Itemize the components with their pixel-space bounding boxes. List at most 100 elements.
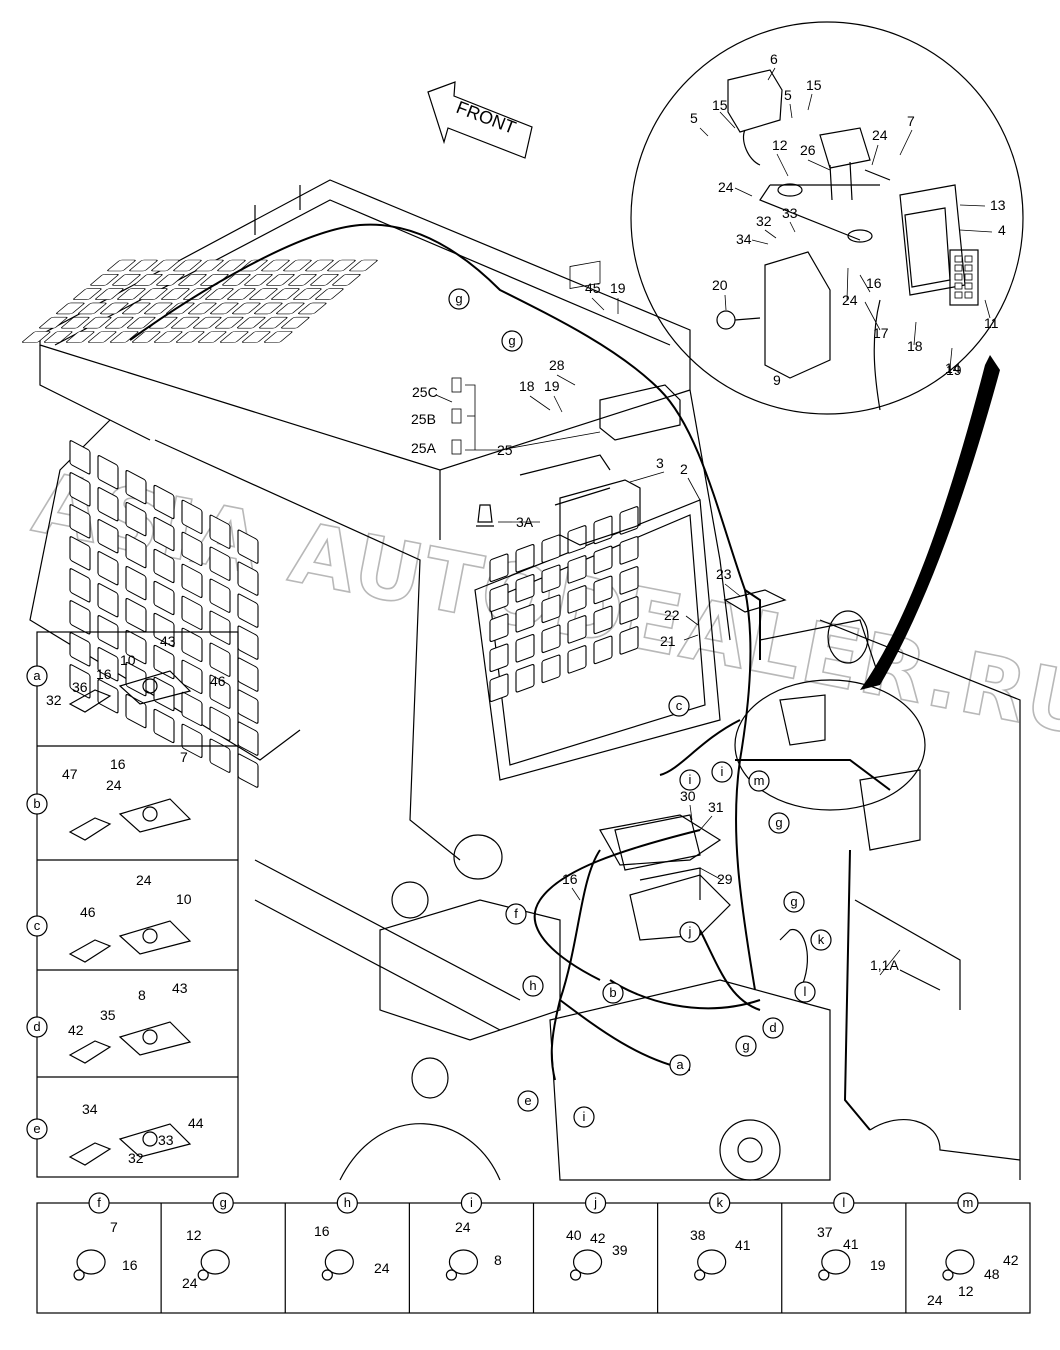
part-shape — [76, 1249, 106, 1275]
circle-ref-ring — [505, 903, 527, 925]
leader-line — [699, 867, 723, 881]
panel-id-ring — [212, 1192, 234, 1214]
grille-cell — [593, 635, 613, 665]
callout-label: 25 — [497, 442, 513, 458]
circle-ref-ring — [783, 891, 805, 913]
grille-cell — [489, 643, 509, 672]
callout-label: 12 — [772, 137, 788, 153]
callout-label: 3 — [656, 455, 664, 471]
callout-label: 34 — [736, 231, 752, 247]
part-shape — [68, 817, 112, 841]
leader-line — [685, 615, 699, 626]
leader-line — [734, 187, 753, 197]
part-number: 12 — [958, 1283, 974, 1299]
grille-cell — [129, 259, 158, 272]
part-shape — [142, 1029, 158, 1045]
callout-label: 24 — [718, 179, 734, 195]
panel-id-ring — [26, 915, 48, 937]
callout-label: 28 — [549, 357, 565, 373]
panel-id-ring — [26, 1118, 48, 1140]
part-number: 7 — [110, 1219, 118, 1235]
part-number: 38 — [690, 1227, 706, 1243]
grille-cell — [515, 543, 535, 573]
circle-ref-c: c — [668, 695, 690, 717]
grille-cell — [125, 533, 147, 569]
side-grille — [69, 440, 259, 788]
callout-label: 18 — [519, 378, 535, 394]
part-number: 36 — [72, 679, 88, 695]
callout-label: 25C — [412, 384, 438, 400]
part-shape — [445, 1269, 458, 1281]
part-shape — [142, 928, 158, 944]
callout-label: 9 — [773, 372, 781, 388]
part-shape — [200, 1249, 230, 1275]
circle-ref-ring — [711, 761, 733, 783]
leader-line — [871, 144, 879, 166]
leader-line — [529, 395, 551, 411]
part-shape — [118, 1123, 192, 1158]
grille-cell — [125, 469, 147, 505]
circle-ref-f: f — [505, 903, 527, 925]
grille-cell — [263, 331, 293, 343]
callout-label: 26 — [800, 142, 816, 158]
grille-cell — [489, 673, 509, 702]
panel-id-letter: l — [842, 1195, 845, 1210]
wiring-harness — [129, 223, 961, 1131]
part-number: 37 — [817, 1224, 833, 1240]
grille-cell — [619, 536, 639, 565]
part-number: 24 — [455, 1219, 471, 1235]
leader-line — [724, 294, 727, 311]
part-shape — [694, 1269, 706, 1281]
grille-cell — [283, 259, 312, 272]
circle-ref-letter: h — [529, 978, 536, 993]
grille-cell — [288, 273, 317, 286]
circle-ref-letter: g — [455, 291, 462, 306]
callout-label: 32 — [756, 213, 772, 229]
grille-cell — [964, 264, 973, 272]
circle-ref-g: g — [783, 891, 805, 913]
grille-cell — [69, 536, 91, 571]
grille-cell — [619, 626, 639, 655]
grille-cell — [236, 316, 266, 329]
grille-cell — [205, 288, 234, 300]
grille-cell — [349, 259, 378, 272]
grille-cell — [305, 259, 334, 272]
circle-ref-l: l — [794, 981, 816, 1003]
grille-cell — [489, 583, 509, 612]
part-number: 41 — [843, 1236, 859, 1252]
circle-ref-j: j — [679, 921, 701, 943]
circle-ref-ring — [748, 770, 770, 792]
part-number: 8 — [494, 1252, 502, 1268]
grille-cell — [489, 613, 509, 642]
grille-cell — [125, 501, 147, 537]
grille-cell — [280, 316, 310, 329]
grille-cell — [222, 273, 251, 286]
callout-label: 2 — [680, 461, 688, 477]
panel-id-letter: h — [344, 1195, 351, 1210]
grille-cell — [153, 708, 175, 744]
part-shape — [73, 1269, 85, 1281]
leader-line — [699, 815, 713, 831]
callout-label: 45 — [585, 280, 601, 296]
leader-line — [879, 949, 901, 976]
panel-id-ring — [88, 1192, 110, 1214]
leader-line — [629, 471, 665, 483]
callout-label: 22 — [664, 607, 680, 623]
part-number: 16 — [110, 756, 126, 772]
grille-cell — [619, 596, 639, 625]
grille-cell — [241, 331, 271, 343]
grille-cell — [69, 568, 91, 603]
grille-cell — [964, 282, 973, 290]
leader-line — [591, 297, 605, 311]
callout-label: 5 — [690, 110, 698, 126]
circle-ref-letter: g — [775, 815, 782, 830]
grille-cell — [541, 534, 561, 564]
grille-cell — [112, 273, 141, 286]
grille-cell — [153, 612, 175, 648]
grille-cell — [619, 566, 639, 595]
grille-cell — [209, 514, 231, 549]
grille-cell — [126, 316, 156, 329]
